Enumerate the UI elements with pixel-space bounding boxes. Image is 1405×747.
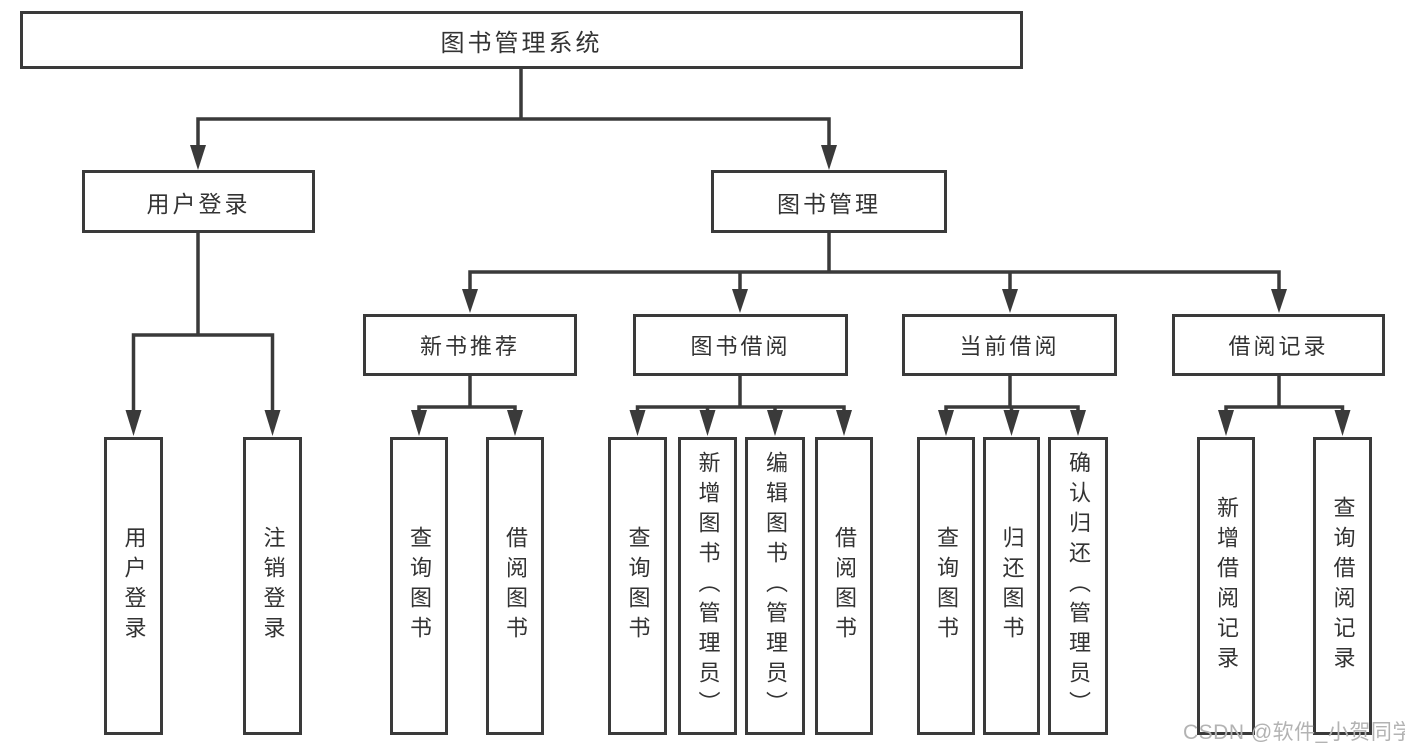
leaf-cb-query-books-label: 查询图书 <box>934 526 959 646</box>
arrowhead <box>821 145 837 170</box>
arrowhead <box>1003 410 1020 436</box>
arrowhead <box>1218 410 1234 436</box>
connector-borrow-record <box>1224 376 1345 413</box>
leaf-bb-borrow-books: 借阅图书 <box>815 437 873 735</box>
leaf-cb-return-books-label: 归还图书 <box>999 526 1025 646</box>
arrowhead <box>462 289 478 313</box>
node-user-login-label: 用户登录 <box>146 190 251 217</box>
node-book-management-label: 图书管理 <box>777 190 881 217</box>
arrowhead <box>629 410 646 436</box>
arrowhead <box>732 289 748 313</box>
leaf-nbr-query-books-label: 查询图书 <box>407 526 432 646</box>
arrowhead <box>1334 410 1351 436</box>
leaf-bb-query-books-label: 查询图书 <box>625 526 651 646</box>
arrowhead <box>411 410 427 436</box>
leaf-nbr-borrow-books: 借阅图书 <box>486 437 544 735</box>
connector-book-borrow <box>635 376 846 413</box>
leaf-logout-label: 注销登录 <box>260 526 286 646</box>
leaf-cb-confirm-return-admin: 确认归还（管理员） <box>1048 437 1108 735</box>
node-current-borrow-label: 当前借阅 <box>959 334 1060 359</box>
leaf-nbr-borrow-books-label: 借阅图书 <box>503 526 528 646</box>
leaf-br-add-record: 新增借阅记录 <box>1197 437 1255 735</box>
arrowhead <box>507 410 523 436</box>
node-borrow-record-label: 借阅记录 <box>1228 334 1329 359</box>
leaf-nbr-query-books: 查询图书 <box>390 437 448 735</box>
node-root: 图书管理系统 <box>20 11 1023 69</box>
leaf-br-query-record-label: 查询借阅记录 <box>1330 496 1356 676</box>
arrowhead <box>1271 289 1287 313</box>
arrowhead <box>699 410 716 436</box>
connector-current-borrow <box>944 376 1080 413</box>
node-user-login: 用户登录 <box>82 170 315 233</box>
arrowhead <box>1002 289 1018 313</box>
node-current-borrow: 当前借阅 <box>902 314 1117 376</box>
leaf-bb-query-books: 查询图书 <box>608 437 667 735</box>
leaf-bb-edit-books-admin-label: 编辑图书（管理员） <box>763 451 788 721</box>
leaf-br-add-record-label: 新增借阅记录 <box>1214 496 1239 676</box>
node-new-book-recommend-label: 新书推荐 <box>419 334 520 359</box>
leaf-cb-query-books: 查询图书 <box>917 437 975 735</box>
connector-user-login <box>131 233 275 412</box>
node-new-book-recommend: 新书推荐 <box>363 314 577 376</box>
arrowhead <box>264 410 281 436</box>
leaf-user-login-label: 用户登录 <box>121 526 147 646</box>
leaf-bb-edit-books-admin: 编辑图书（管理员） <box>745 437 805 735</box>
arrowhead <box>938 410 954 436</box>
leaf-br-query-record: 查询借阅记录 <box>1313 437 1372 735</box>
node-book-borrow: 图书借阅 <box>633 314 848 376</box>
connector-new-book-recommend <box>417 376 517 413</box>
arrowhead <box>125 410 142 436</box>
node-root-label: 图书管理系统 <box>440 29 603 57</box>
watermark: CSDN @软件_小贺同学 <box>1183 721 1405 744</box>
node-book-management: 图书管理 <box>711 170 947 233</box>
leaf-bb-add-books-admin: 新增图书（管理员） <box>678 437 737 735</box>
connector-root <box>196 69 831 147</box>
arrowhead <box>767 410 783 436</box>
leaf-cb-return-books: 归还图书 <box>983 437 1040 735</box>
leaf-bb-borrow-books-label: 借阅图书 <box>832 526 857 646</box>
leaf-cb-confirm-return-admin-label: 确认归还（管理员） <box>1066 451 1091 721</box>
connector-book-management <box>468 233 1281 291</box>
node-borrow-record: 借阅记录 <box>1172 314 1385 376</box>
node-book-borrow-label: 图书借阅 <box>690 334 791 359</box>
arrowhead <box>190 145 206 170</box>
leaf-logout: 注销登录 <box>243 437 302 735</box>
arrowhead <box>1070 410 1086 436</box>
arrowhead <box>836 410 852 436</box>
leaf-user-login: 用户登录 <box>104 437 163 735</box>
leaf-bb-add-books-admin-label: 新增图书（管理员） <box>695 451 721 721</box>
